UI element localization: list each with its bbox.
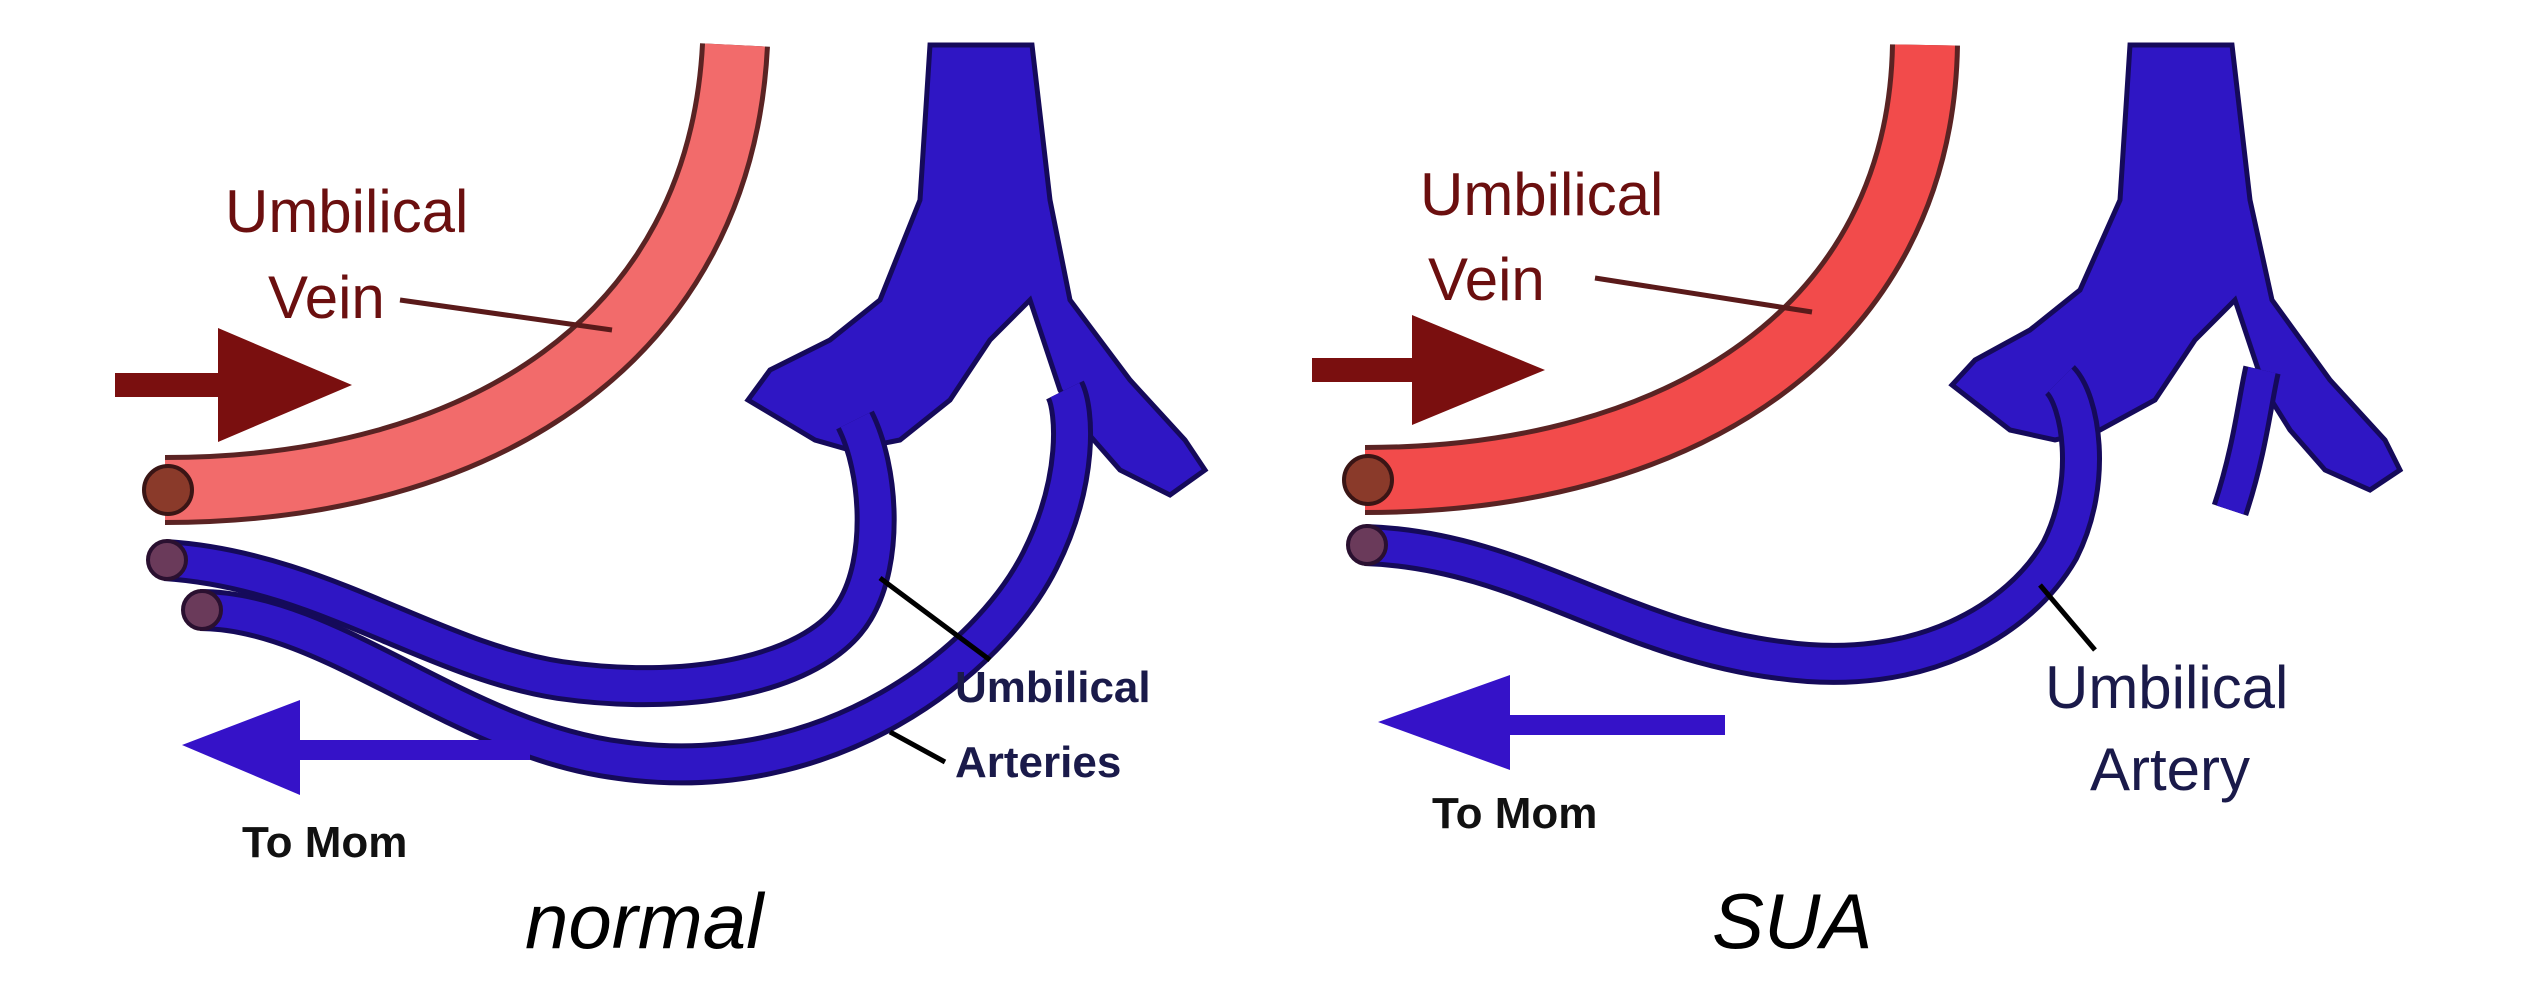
vein-label-line2: Vein (1428, 246, 1545, 313)
vein-label-line2: Vein (268, 264, 385, 331)
arteries-label-line2: Arteries (955, 738, 1121, 787)
panel-caption-sua: SUA (1712, 877, 1872, 965)
vein-cut-end (1342, 454, 1394, 506)
vein-cut-end (142, 464, 194, 516)
panel-caption-normal: normal (525, 877, 766, 965)
to-mom-label: To Mom (1432, 789, 1597, 838)
panel-normal: Umbilical Vein Umbilical Arteries To Mom… (115, 42, 1209, 965)
vein-label-line1: Umbilical (1420, 161, 1663, 228)
artery-2-cut-end (181, 589, 223, 631)
panel-sua: Umbilical Vein Umbilical Artery To Mom S… (1312, 42, 2404, 965)
artery-1-cut-end (146, 539, 188, 581)
incoming-flow-arrow (115, 328, 352, 442)
to-mom-label: To Mom (242, 818, 407, 867)
arteries-leader-line-2 (888, 729, 947, 765)
artery-label-line2: Artery (2090, 736, 2250, 803)
artery-trunk (744, 42, 1209, 498)
arteries-leader-line-1 (878, 575, 992, 663)
vein-leader-line (399, 297, 613, 333)
artery-label-line1: Umbilical (2045, 654, 2288, 721)
incoming-flow-arrow (1312, 315, 1545, 425)
arteries-label-line1: Umbilical (955, 663, 1151, 712)
artery-cut-end (1346, 524, 1388, 566)
outgoing-flow-arrow (182, 700, 530, 795)
vein-leader-line (1594, 275, 1813, 315)
outgoing-flow-arrow (1378, 675, 1725, 770)
vein-label-line1: Umbilical (225, 178, 468, 245)
artery-leader-line (2038, 583, 2097, 652)
artery-trunk (1948, 42, 2404, 493)
